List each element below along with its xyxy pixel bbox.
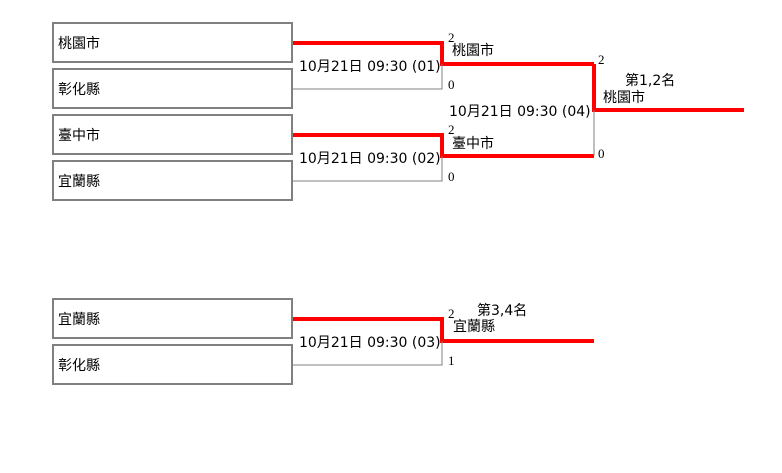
match04-score-a: 2 xyxy=(598,52,605,67)
match01-info: 10月21日 09:30 (01) xyxy=(299,59,441,75)
match02-score-b: 0 xyxy=(448,169,455,184)
team-box-match01-a: 桃園市 xyxy=(52,22,293,63)
team-box-match03-b: 彰化縣 xyxy=(52,344,293,385)
match03-info: 10月21日 09:30 (03) xyxy=(299,335,441,351)
match04-info: 10月21日 09:30 (04) xyxy=(449,104,591,120)
match03-winner-line xyxy=(293,317,594,343)
match02-winner-line xyxy=(293,133,594,158)
match01-score-b: 0 xyxy=(448,77,455,92)
match02-score-a: 2 xyxy=(448,122,455,137)
match04-winner-name: 桃園市 xyxy=(603,90,645,106)
team-box-match03-a: 宜蘭縣 xyxy=(52,298,293,339)
match01-winner-name: 桃園市 xyxy=(452,43,494,59)
match01-winner-line xyxy=(293,41,594,66)
match02-loser-line xyxy=(293,156,443,182)
match01-score-a: 2 xyxy=(448,30,455,45)
match03-score-b: 1 xyxy=(448,353,455,368)
place-label-1-2: 第1,2名 xyxy=(625,73,676,89)
match01-loser-line xyxy=(293,64,443,90)
match02-winner-name: 臺中市 xyxy=(452,136,494,152)
match03-winner-name: 宜蘭縣 xyxy=(453,319,495,335)
place-label-3-4: 第3,4名 xyxy=(477,303,528,319)
match03-score-a: 2 xyxy=(448,306,455,321)
team-box-match01-b: 彰化縣 xyxy=(52,68,293,109)
match02-info: 10月21日 09:30 (02) xyxy=(299,151,441,167)
team-box-match02-b: 宜蘭縣 xyxy=(52,160,293,201)
match03-loser-line xyxy=(293,341,443,366)
team-box-match02-a: 臺中市 xyxy=(52,114,293,155)
match04-score-b: 0 xyxy=(598,146,605,161)
